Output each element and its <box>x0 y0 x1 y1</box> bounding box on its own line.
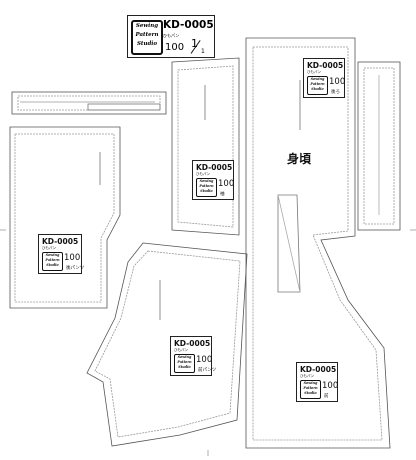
page-number: 1 <box>191 37 198 50</box>
pattern-code: KD-0005 <box>163 19 214 31</box>
pattern-size: 100 <box>165 42 185 53</box>
waistband-piece <box>11 91 167 115</box>
sleeve-label-piece: 袖 <box>220 192 225 197</box>
left-pants-label-code: KD-0005 <box>42 237 79 246</box>
center-pants-label-size: 100 <box>196 355 213 365</box>
sleeve-logo-line-1: Sewing <box>199 179 214 183</box>
sleeve-logo-line-3: Studio <box>200 189 213 194</box>
back-label-piece: 後ろ <box>331 90 340 95</box>
left-pants-piece <box>9 126 121 309</box>
sleeve-label: KD-0005 ひもパン Sewing Pattern Studio 100 袖 <box>192 160 234 200</box>
sleeve-label-logo: Sewing Pattern Studio <box>196 178 217 197</box>
back-logo-line-1: Sewing <box>310 77 325 81</box>
sleeve-label-sub: ひもパン <box>196 172 211 176</box>
center-pants-label-code: KD-0005 <box>174 339 211 348</box>
body-piece-title: 身頃 <box>287 152 312 166</box>
back-logo-line-3: Studio <box>311 87 324 92</box>
front-logo-line-1: Sewing <box>303 381 318 385</box>
sleeve-logo-line-2: Pattern <box>199 184 214 189</box>
front-logo-line-2: Pattern <box>303 386 318 391</box>
front-label-size: 100 <box>322 381 339 391</box>
back-label-sub: ひもパン <box>307 70 322 74</box>
back-label-logo: Sewing Pattern Studio <box>307 76 328 95</box>
front-label-logo: Sewing Pattern Studio <box>300 380 321 399</box>
body-piece <box>245 37 391 449</box>
logo-line-1: Sewing <box>135 23 159 29</box>
front-label-piece: 前 <box>324 394 329 399</box>
sleeve-piece <box>171 57 240 236</box>
logo-line-3: Studio <box>136 41 158 47</box>
center-pants-label: KD-0005 ひもパン Sewing Pattern Studio 100 前… <box>170 336 216 376</box>
logo-line-2: Pattern <box>135 32 159 38</box>
front-label-code: KD-0005 <box>300 365 337 374</box>
front-label: KD-0005 ひもパン Sewing Pattern Studio 100 前 <box>296 362 338 402</box>
front-label-sub: ひもパン <box>300 374 315 378</box>
back-label-size: 100 <box>329 77 346 87</box>
left-pants-logo-line-1: Sewing <box>45 253 60 257</box>
sleeve-label-code: KD-0005 <box>196 163 233 172</box>
center-pants-logo-line-2: Pattern <box>177 360 192 365</box>
left-pants-label-size: 100 <box>64 253 81 263</box>
left-pants-logo-line-3: Studio <box>46 263 59 268</box>
page-total: 1 <box>201 48 205 55</box>
left-pants-logo-line-2: Pattern <box>45 258 60 263</box>
center-pants-label-sub: ひもパン <box>174 348 189 352</box>
pattern-subtitle: ひもパン <box>163 33 180 38</box>
front-logo-line-3: Studio <box>304 391 317 396</box>
center-pants-label-logo: Sewing Pattern Studio <box>174 354 195 373</box>
back-label: KD-0005 ひもパン Sewing Pattern Studio 100 後… <box>303 58 345 98</box>
back-label-code: KD-0005 <box>307 61 344 70</box>
main-pattern-label: Sewing Pattern Studio KD-0005 ひもパン 100 1… <box>127 15 215 58</box>
left-pants-label-sub: ひもパン <box>42 246 57 250</box>
studio-logo: Sewing Pattern Studio <box>131 20 163 55</box>
left-pants-label-logo: Sewing Pattern Studio <box>42 252 63 271</box>
center-pants-logo-line-3: Studio <box>178 365 191 370</box>
back-logo-line-2: Pattern <box>310 82 325 87</box>
right-strip-piece <box>357 61 401 231</box>
center-pants-piece <box>86 242 248 447</box>
sleeve-label-size: 100 <box>218 179 235 189</box>
center-pants-label-piece: 前パンツ <box>198 368 217 373</box>
left-pants-label-piece: 後パンツ <box>66 266 85 271</box>
center-pants-logo-line-1: Sewing <box>177 355 192 359</box>
left-pants-label: KD-0005 ひもパン Sewing Pattern Studio 100 後… <box>38 234 85 274</box>
